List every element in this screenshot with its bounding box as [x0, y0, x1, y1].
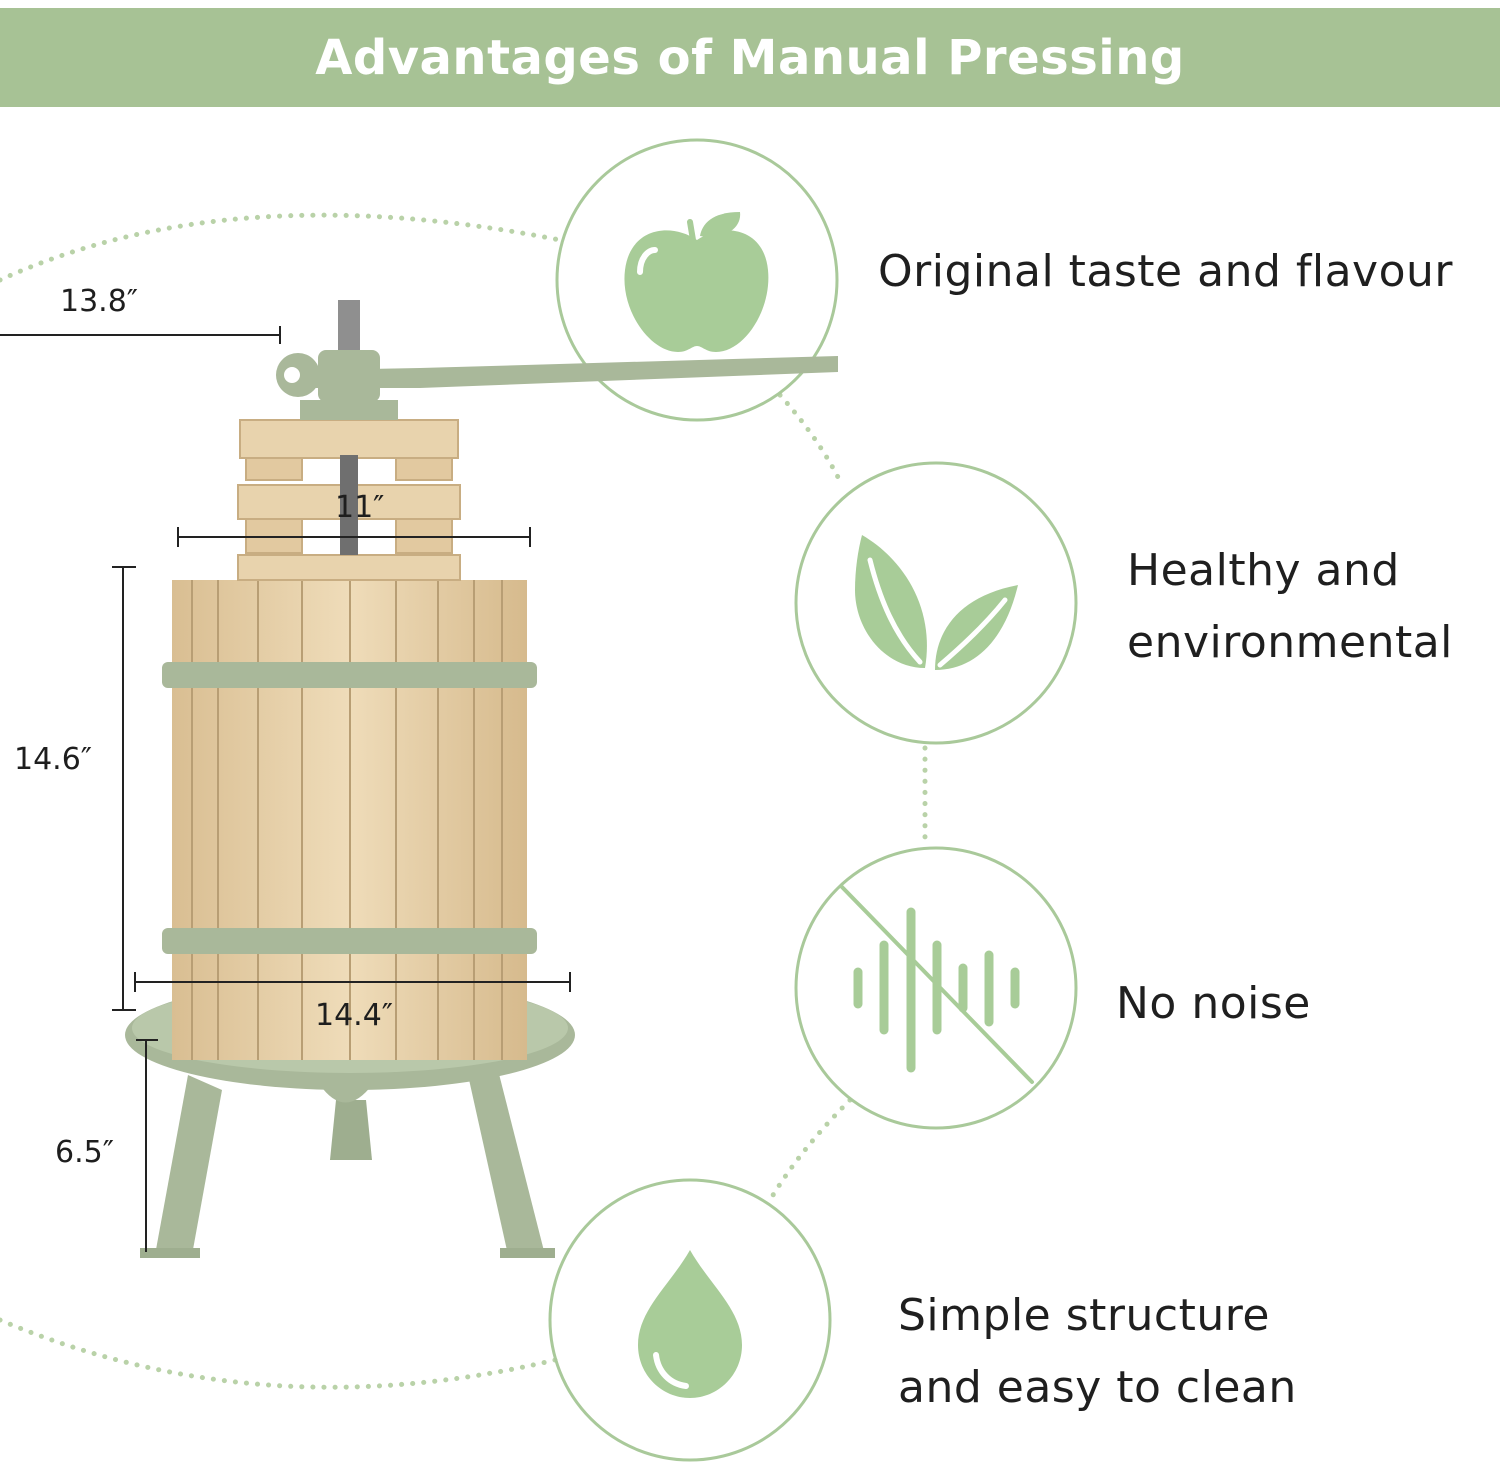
page-title: Advantages of Manual Pressing: [315, 29, 1185, 86]
dotted-link-1-2: [777, 392, 845, 488]
feature-4-line-2: and easy to clean: [898, 1362, 1297, 1413]
feature-4-line-1: Simple structure: [898, 1290, 1270, 1341]
muted-sound-icon: [840, 885, 1034, 1084]
feature-1-text: Original taste and flavour: [878, 236, 1453, 308]
dimension-barrel-height: 14.6″: [14, 742, 93, 777]
dimension-leg-height: 6.5″: [55, 1135, 114, 1170]
feature-2-line-1: Healthy and: [1127, 545, 1400, 596]
dotted-connector-lines: [0, 212, 928, 1390]
dimension-handle-length: 13.8″: [60, 284, 139, 319]
water-drop-icon: [638, 1250, 742, 1398]
fruit-press-illustration: [125, 300, 838, 1258]
feature-4-text: Simple structure and easy to clean: [898, 1280, 1297, 1424]
leaves-icon: [855, 535, 1018, 670]
feature-3-line-1: No noise: [1116, 978, 1311, 1029]
feature-2-line-2: environmental: [1127, 617, 1453, 668]
dotted-arc-top: [0, 212, 563, 283]
feature-circle-1: [555, 138, 839, 422]
dotted-link-3-4: [767, 1097, 853, 1203]
dimension-lines: [0, 326, 571, 1252]
dimension-top-width: 11″: [335, 490, 385, 525]
feature-circle-2: [794, 461, 1078, 745]
feature-2-text: Healthy and environmental: [1127, 535, 1453, 679]
header-banner: Advantages of Manual Pressing: [0, 8, 1500, 107]
feature-circle-4: [548, 1178, 832, 1462]
dotted-arc-bottom: [0, 1317, 558, 1390]
feature-circle-3: [794, 846, 1078, 1130]
feature-3-text: No noise: [1116, 968, 1311, 1040]
feature-1-line-1: Original taste and flavour: [878, 246, 1453, 297]
apple-icon: [624, 212, 769, 352]
dimension-barrel-diameter: 14.4″: [315, 998, 394, 1033]
